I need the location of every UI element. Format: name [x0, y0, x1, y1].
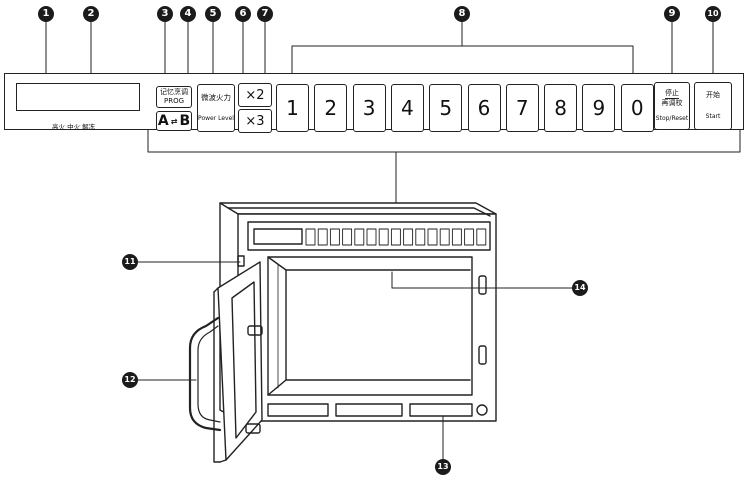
reset-label-cn: 再调校	[661, 99, 683, 107]
callout-12: 12	[122, 372, 138, 388]
x3-key[interactable]: ×3	[238, 109, 272, 133]
oven-mini-key	[366, 228, 377, 246]
digit-key-4[interactable]: 4	[390, 84, 424, 132]
prog-key-label-cn: 记忆烹调	[160, 88, 188, 96]
callout-8: 8	[454, 6, 470, 22]
oven-mini-key	[305, 228, 316, 246]
stop-reset-label-en: Stop/Reset	[655, 115, 689, 122]
oven-mini-key	[427, 228, 438, 246]
oven-mini-key	[390, 228, 401, 246]
callout-2: 2	[83, 6, 99, 22]
oven-mini-key	[464, 228, 475, 246]
oven-mini-key	[451, 228, 462, 246]
oven-door	[188, 255, 263, 463]
ab-arrows-icon: ⇄	[170, 116, 178, 126]
callout-7: 7	[257, 6, 273, 22]
digit-key-9[interactable]: 9	[582, 84, 616, 132]
oven-leader-lines	[137, 261, 573, 461]
callout-10: 10	[705, 6, 721, 22]
digit-key-1[interactable]: 1	[276, 84, 309, 132]
oven-mini-key	[342, 228, 353, 246]
oven-mini-key	[476, 228, 487, 246]
callout-14: 14	[572, 280, 588, 296]
stop-label-cn: 停止	[665, 89, 679, 99]
oven-mini-key	[403, 228, 414, 246]
start-label-en: Start	[705, 113, 721, 120]
callout-9: 9	[664, 6, 680, 22]
oven-mini-key	[329, 228, 340, 246]
power-level-label-en: Power Level	[198, 115, 234, 122]
callout-1: 1	[38, 6, 54, 22]
ab-key[interactable]: A ⇄ B	[156, 111, 192, 131]
digit-key-3[interactable]: 3	[352, 84, 386, 132]
start-label-cn: 开始	[706, 91, 720, 99]
power-level-label-cn: 微波火力	[201, 93, 231, 102]
ab-key-a: A	[157, 113, 169, 129]
oven-mini-key	[415, 228, 426, 246]
stop-reset-key[interactable]: 停止 再调校 Stop/Reset	[654, 82, 690, 130]
digit-key-6[interactable]: 6	[467, 84, 501, 132]
prog-key-label-en: PROG	[163, 97, 185, 105]
prog-key[interactable]: 记忆烹调 PROG	[156, 86, 192, 108]
display-window	[16, 83, 140, 111]
digit-key-2[interactable]: 2	[314, 84, 348, 132]
digit-key-7[interactable]: 7	[505, 84, 539, 132]
power-level-key[interactable]: 微波火力 Power Level	[197, 84, 235, 132]
panel-leader-lines	[45, 21, 741, 213]
oven-mini-key	[354, 228, 365, 246]
ab-key-b: B	[179, 113, 191, 129]
digit-key-8[interactable]: 8	[544, 84, 578, 132]
x2-key[interactable]: ×2	[238, 83, 272, 107]
callout-6: 6	[235, 6, 251, 22]
callout-13: 13	[435, 459, 451, 475]
oven-mini-key	[378, 228, 389, 246]
start-key[interactable]: 开始 Start	[694, 82, 732, 130]
callout-5: 5	[205, 6, 221, 22]
oven-body	[219, 202, 497, 422]
oven-mini-key	[317, 228, 328, 246]
callout-11: 11	[122, 254, 138, 270]
oven-mini-keys	[305, 228, 487, 246]
digit-key-5[interactable]: 5	[429, 84, 463, 132]
display-caption: 高火 中火 解冻	[52, 123, 96, 131]
callout-3: 3	[157, 6, 173, 22]
oven-mini-key	[439, 228, 450, 246]
callout-4: 4	[180, 6, 196, 22]
digit-key-0[interactable]: 0	[620, 84, 654, 132]
